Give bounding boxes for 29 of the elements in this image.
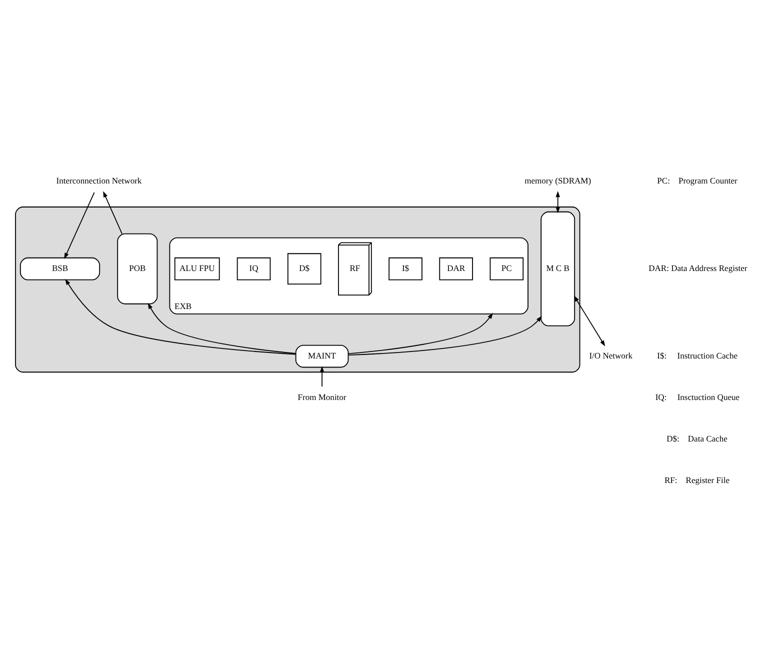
arrow (148, 302, 296, 354)
arrow (556, 191, 560, 214)
node-text: I/O Network (589, 350, 632, 361)
label: PC: Program Counter (657, 176, 738, 186)
node-box: I$ (388, 257, 422, 280)
node-box: PC (490, 257, 524, 280)
label: DAR: Data Address Register (648, 263, 748, 274)
arrow (65, 278, 296, 355)
node-box: BSB (20, 257, 100, 280)
node-text: Interconnection Network (56, 176, 142, 186)
label: IQ: Insctuction Queue (655, 392, 740, 402)
arrow (348, 316, 542, 356)
node-box: MAINT (295, 344, 349, 368)
node-box: M C B (540, 211, 576, 326)
node-box: IQ (236, 257, 271, 280)
label: RF: Register File (664, 474, 730, 485)
node-box: DAR (439, 257, 473, 280)
node-box: ALU FPU (174, 257, 220, 280)
label: D$: Data Cache (666, 433, 728, 444)
node-box: D$ (287, 253, 322, 285)
arrow (103, 191, 122, 234)
arrow (348, 312, 493, 354)
arrow (574, 296, 606, 346)
node-text: From Monitor (298, 392, 346, 402)
node-box: POB (117, 233, 158, 304)
arrow (64, 192, 95, 260)
node-text: memory (SDRAM) (524, 176, 592, 186)
label: I$: Instruction Cache (657, 350, 738, 361)
arrow (320, 366, 324, 387)
